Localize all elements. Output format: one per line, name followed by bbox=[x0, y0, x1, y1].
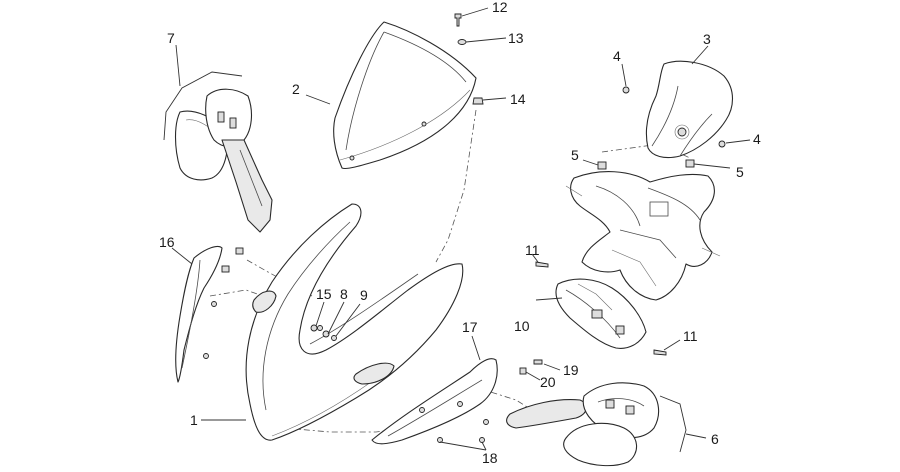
callout-18: 18 bbox=[482, 450, 498, 466]
callout-14: 14 bbox=[510, 91, 526, 107]
callout-labels: 1 2 3 4 4 5 5 6 7 8 9 10 11 11 12 13 14 … bbox=[159, 0, 761, 466]
bracket-6 bbox=[659, 395, 687, 453]
callout-3: 3 bbox=[703, 31, 711, 47]
washer-13[interactable] bbox=[457, 39, 467, 45]
nut-4-right[interactable] bbox=[718, 140, 726, 148]
grommet-8[interactable] bbox=[322, 330, 330, 338]
callout-4-right: 4 bbox=[753, 131, 761, 147]
callout-2: 2 bbox=[292, 81, 300, 97]
callout-5-right: 5 bbox=[736, 164, 744, 180]
callout-7: 7 bbox=[167, 30, 175, 46]
spacer-9[interactable] bbox=[331, 335, 337, 341]
bracket-7 bbox=[163, 71, 243, 141]
callout-10: 10 bbox=[514, 318, 530, 334]
callout-19: 19 bbox=[563, 362, 579, 378]
callout-1: 1 bbox=[190, 412, 198, 428]
callout-8: 8 bbox=[340, 286, 348, 302]
callout-15: 15 bbox=[316, 286, 332, 302]
windscreen[interactable] bbox=[333, 21, 477, 170]
nut-20[interactable] bbox=[519, 367, 527, 375]
inner-tray[interactable] bbox=[555, 278, 647, 349]
screw-12[interactable] bbox=[454, 13, 462, 27]
callout-9: 9 bbox=[360, 287, 368, 303]
lower-spoiler[interactable] bbox=[371, 358, 498, 445]
nut-4-top[interactable] bbox=[622, 86, 630, 94]
front-fairing[interactable] bbox=[245, 203, 464, 441]
right-mirror[interactable] bbox=[506, 382, 660, 467]
clip-5-left[interactable] bbox=[597, 161, 607, 170]
left-side-panel[interactable] bbox=[175, 245, 244, 383]
callout-11-upper: 11 bbox=[525, 242, 540, 258]
fastener-15[interactable] bbox=[310, 324, 318, 332]
callout-20: 20 bbox=[540, 374, 556, 390]
screw-11-lower[interactable] bbox=[653, 349, 667, 356]
callout-12: 12 bbox=[492, 0, 508, 15]
callout-11-lower: 11 bbox=[683, 328, 698, 344]
callout-13: 13 bbox=[508, 30, 524, 46]
leader-lines bbox=[171, 7, 751, 451]
instrument-cover[interactable] bbox=[645, 60, 734, 159]
clip-5-right[interactable] bbox=[685, 159, 695, 168]
callout-4-top: 4 bbox=[613, 48, 621, 64]
front-fairing-support[interactable] bbox=[565, 171, 721, 301]
left-mirror[interactable] bbox=[174, 88, 273, 233]
callout-16: 16 bbox=[159, 234, 175, 250]
callout-6: 6 bbox=[711, 431, 719, 447]
screw-19[interactable] bbox=[533, 359, 543, 365]
screw-11-upper[interactable] bbox=[535, 261, 549, 268]
callout-5-left: 5 bbox=[571, 147, 579, 163]
nut-14[interactable] bbox=[472, 97, 484, 105]
callout-17: 17 bbox=[462, 319, 478, 335]
